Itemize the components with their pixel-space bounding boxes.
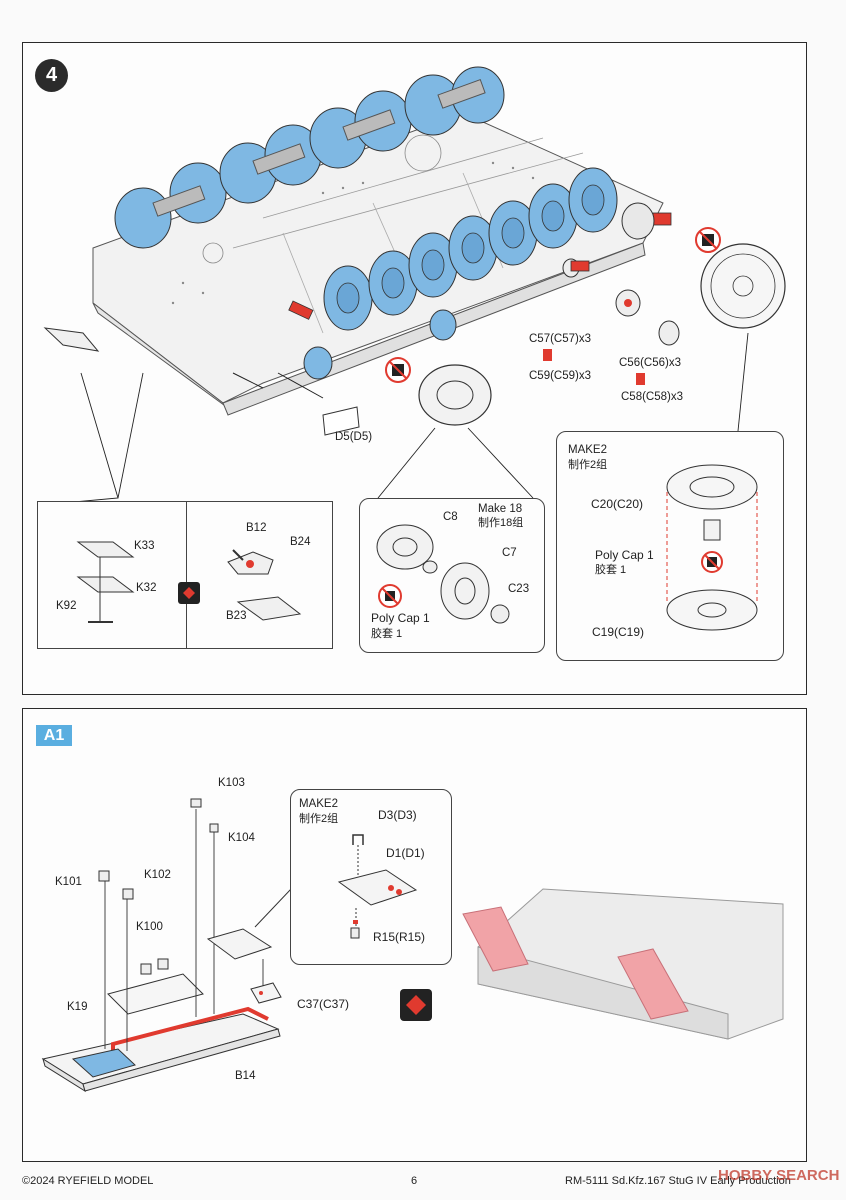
label-b24: B24 (290, 536, 311, 548)
step-a1-badge: A1 (36, 725, 72, 746)
box-divider (186, 502, 187, 648)
label-poly-cap-sprocket: Poly Cap 1 (595, 548, 654, 562)
label-b23: B23 (226, 610, 247, 622)
label-k103: K103 (218, 777, 245, 789)
label-make-2-a1-cn: 制作2组 (299, 813, 339, 825)
step-4-panel: 4 (22, 42, 807, 695)
label-poly-cap-sprocket-cn: 胶套 1 (595, 564, 627, 576)
label-d3: D3(D3) (378, 808, 417, 822)
suspension-detail-drawing (76, 541, 302, 623)
label-make-18-cn: 制作18组 (478, 517, 524, 529)
label-k92: K92 (56, 600, 77, 612)
footer-page-number: 6 (411, 1175, 418, 1187)
d1-assembly-drawing (337, 834, 418, 939)
label-c56: C56(C56)x3 (619, 357, 681, 369)
label-c57: C57(C57)x3 (529, 333, 591, 345)
suspension-detail-box: K33 K32 K92 B12 B24 B23 (37, 501, 333, 649)
label-d5: D5(D5) (335, 431, 373, 443)
label-b14: B14 (235, 1070, 256, 1082)
label-d1: D1(D1) (386, 846, 425, 860)
label-c23: C23 (508, 583, 530, 595)
label-k104: K104 (228, 832, 255, 844)
label-make-2-cn: 制作2组 (568, 459, 608, 471)
road-wheel-detail-drawing (376, 524, 510, 624)
label-c19: C19(C19) (592, 625, 645, 639)
hull-assembly-drawing (43, 66, 786, 504)
label-k100: K100 (136, 921, 163, 933)
road-wheel-detail-box: C8 Make 18 制作18组 C7 C23 Poly Cap 1 胶套 1 (359, 498, 545, 653)
label-k102: K102 (144, 869, 171, 881)
watermark-logo: HOBBY SEARCH (718, 1167, 840, 1184)
sprocket-detail-drawing (666, 464, 758, 631)
label-b12: B12 (246, 522, 267, 534)
label-poly-cap: Poly Cap 1 (371, 611, 430, 625)
label-k19: K19 (67, 1001, 88, 1013)
label-c37: C37(C37) (297, 997, 350, 1011)
make-2-detail-box: MAKE2 制作2组 D3(D3) D1(D1) R15(R15) (290, 789, 452, 965)
step-number-badge: 4 (35, 59, 68, 92)
label-c20: C20(C20) (591, 497, 644, 511)
label-make-2-a1: MAKE2 (299, 798, 338, 810)
label-c7: C7 (502, 547, 517, 559)
label-make-2: MAKE2 (568, 444, 607, 456)
label-r15: R15(R15) (373, 930, 426, 944)
step-a1-panel: A1 (22, 708, 807, 1162)
label-c8: C8 (443, 511, 458, 523)
label-make-18: Make 18 (478, 503, 523, 515)
label-c59: C59(C59)x3 (529, 370, 591, 382)
footer-product: RM-5111 Sd.Kfz.167 StuG IV Early Product… (565, 1175, 791, 1187)
floor-plate-assembly-drawing (41, 798, 784, 1093)
sprocket-detail-box: MAKE2 制作2组 C20(C20) Poly Cap 1 胶套 1 C19(… (556, 431, 784, 661)
label-poly-cap-cn: 胶套 1 (371, 628, 403, 640)
label-k33: K33 (134, 540, 155, 552)
footer-copyright: ©2024 RYEFIELD MODEL (22, 1175, 154, 1187)
label-k101: K101 (55, 876, 82, 888)
label-k32: K32 (136, 582, 157, 594)
label-c58: C58(C58)x3 (621, 391, 683, 403)
